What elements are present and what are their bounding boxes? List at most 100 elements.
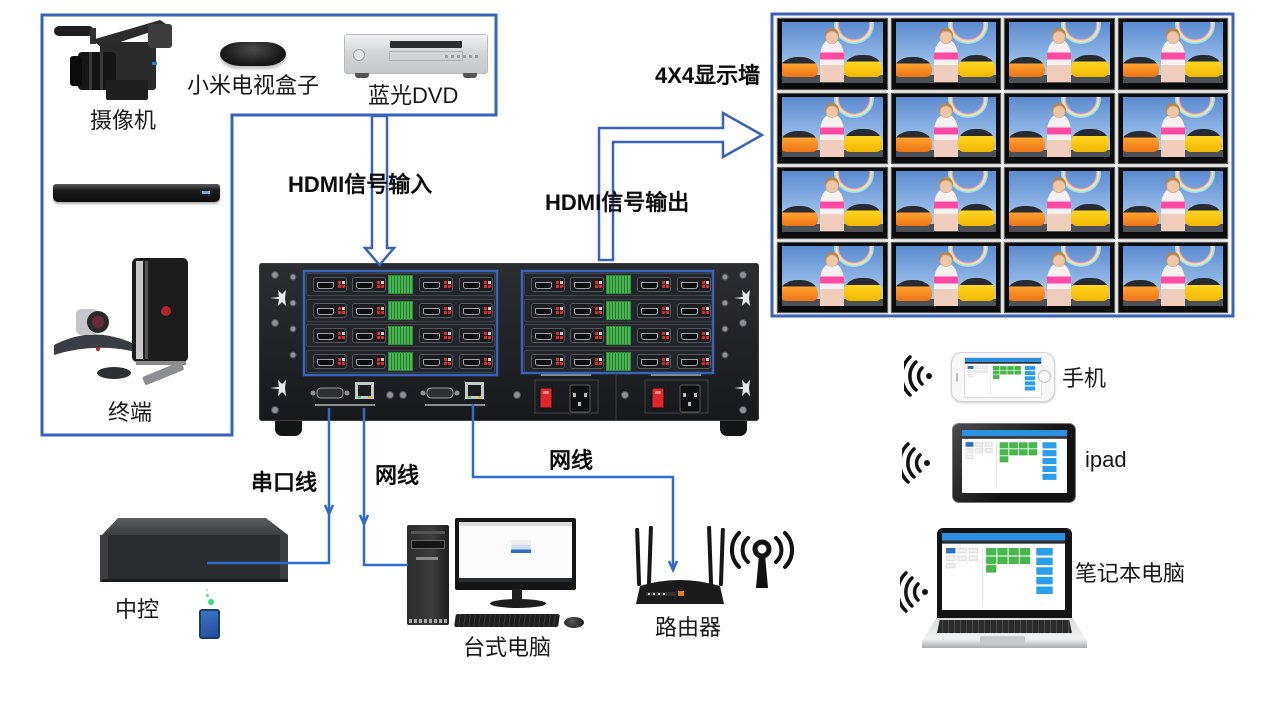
yellow-car	[1184, 278, 1222, 301]
display-screen	[777, 167, 888, 239]
orange-car	[1122, 131, 1159, 152]
person-head	[1165, 251, 1180, 268]
display-screen	[777, 241, 888, 313]
browser-bar	[459, 522, 572, 526]
rainbow-arc	[834, 245, 875, 268]
person	[933, 189, 958, 232]
app-scene-tile	[997, 547, 1008, 556]
mouse-icon	[564, 617, 584, 628]
orange-car	[895, 56, 932, 78]
app-action-button	[1036, 557, 1053, 566]
status-led	[377, 306, 380, 310]
app-scene-tile	[1000, 365, 1007, 370]
hdmi-input-label: HDMI信号输入	[288, 172, 433, 197]
hdmi-connector-icon	[463, 282, 480, 289]
app-scene-tile	[1028, 442, 1038, 449]
smartphone-icon	[951, 352, 1055, 402]
person	[820, 263, 845, 306]
status-led	[556, 306, 559, 310]
wifi-signal-icon	[902, 442, 930, 484]
app-scene-tile	[1007, 370, 1014, 375]
app-source-cell	[967, 373, 974, 377]
hdmi-port	[419, 353, 453, 369]
laptop-icon	[937, 528, 1072, 618]
yellow-car	[1184, 203, 1222, 227]
rainbow-arc	[947, 171, 988, 193]
app-action-button	[1042, 442, 1057, 449]
hdmi-connector-icon	[356, 307, 373, 315]
hdmi-connector-icon	[574, 307, 591, 315]
home-button-icon	[1038, 370, 1051, 383]
dvd-buttons	[445, 55, 479, 58]
hdmi-port	[570, 328, 604, 343]
tv-box-label: 小米电视盒子	[187, 73, 320, 98]
input-card-stack	[306, 273, 495, 374]
phone-label: 手机	[1062, 366, 1107, 391]
hdmi-connector-icon	[535, 333, 552, 340]
status-led	[444, 306, 447, 310]
display-screen	[890, 241, 1001, 313]
status-led	[662, 332, 665, 335]
app-scene-tile	[999, 456, 1009, 463]
app-action-button	[1024, 381, 1036, 386]
hdmi-port	[570, 353, 604, 369]
input-card	[306, 349, 495, 373]
hdmi-connector-icon	[317, 282, 334, 289]
hdmi-connector-icon	[423, 358, 440, 366]
app-source-cell	[975, 442, 983, 447]
input-card	[306, 324, 495, 347]
app-scene-tile	[1018, 442, 1028, 449]
app-tile-grid	[981, 547, 1033, 606]
matrix-foot	[720, 420, 747, 436]
person	[820, 114, 845, 157]
screen-image	[1009, 245, 1110, 306]
hdmi-port	[419, 328, 453, 343]
rainbow-arc	[1174, 22, 1215, 44]
app-action-button	[1042, 450, 1057, 457]
serial-cable-arrowhead	[323, 504, 335, 518]
terminal-block	[606, 300, 631, 320]
hdmi-port	[677, 302, 711, 318]
app-action-button	[1024, 365, 1036, 370]
hdmi-connector-icon	[356, 282, 373, 289]
app-scene-tile	[986, 556, 997, 565]
orange-car	[782, 56, 819, 78]
person-head	[938, 28, 953, 44]
person-head	[825, 177, 840, 193]
rainbow-arc	[947, 245, 988, 268]
app-action-button	[1036, 576, 1053, 585]
network-cable-to-pc-arrowhead	[358, 514, 370, 528]
orange-car	[782, 205, 819, 227]
tv-box-icon	[220, 42, 286, 66]
status-led	[484, 357, 487, 361]
screen-image	[1009, 171, 1110, 232]
app-source-cell	[946, 547, 956, 554]
app-tile-grid	[996, 442, 1040, 490]
app-source-cell	[965, 454, 974, 459]
rainbow-arc	[834, 171, 875, 193]
display-screen	[1004, 241, 1115, 313]
screen-image	[782, 245, 883, 306]
orange-car	[782, 280, 819, 301]
terminal-block	[388, 300, 413, 320]
hdmi-port	[677, 328, 711, 343]
pc-monitor-screen	[459, 522, 572, 582]
yellow-car	[844, 54, 882, 78]
app-scene-tile	[1008, 556, 1019, 565]
dvd-foot	[463, 73, 477, 78]
dvd-knob	[353, 49, 365, 61]
app-toolbar	[965, 361, 1041, 364]
wireless-signal-dot	[206, 594, 209, 597]
person	[1160, 40, 1185, 83]
tablet-icon	[952, 423, 1076, 503]
rainbow-arc	[947, 22, 988, 44]
app-source-cell	[957, 547, 967, 554]
hdmi-connector-icon	[574, 333, 591, 340]
app-body	[962, 439, 1067, 493]
hdmi-port	[677, 353, 711, 369]
app-source-cell	[974, 369, 981, 373]
hdmi-port	[459, 328, 493, 343]
display-screen	[1004, 167, 1115, 239]
app-scene-tile	[992, 365, 1000, 370]
status-led	[444, 332, 447, 335]
